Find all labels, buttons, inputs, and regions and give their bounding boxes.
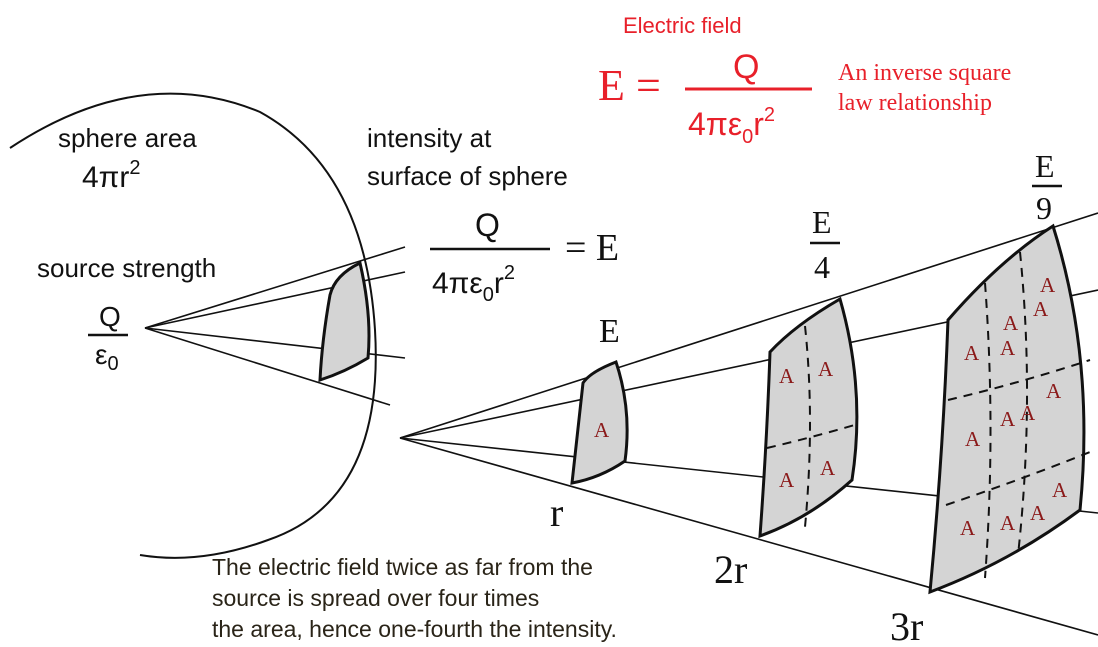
sphere-area-label: sphere area <box>58 123 197 153</box>
patch-3r-cell-label: A <box>1020 401 1036 425</box>
patch-3r-cell-label: A <box>1046 379 1062 403</box>
caption-line3: the area, hence one-fourth the intensity… <box>212 616 617 642</box>
patch-r <box>570 360 629 485</box>
patch-3r <box>928 223 1086 595</box>
patch-3r-cell-label: A <box>1030 501 1046 525</box>
patch-2r <box>758 296 859 539</box>
header-title: Electric field <box>623 13 742 38</box>
patch-2r-field-numerator: E <box>812 204 832 240</box>
header-eq-sign: = <box>636 61 661 110</box>
patch-3r-field-denominator: 9 <box>1036 190 1052 226</box>
patch-r-field-label: E <box>599 313 620 350</box>
patch-3r-cell-label: A <box>1000 511 1016 535</box>
patch-2r-field-denominator: 4 <box>814 249 830 285</box>
patch-3r-cell-label: A <box>1040 273 1056 297</box>
patch-3r-cell-label: A <box>964 341 980 365</box>
header-note-line2: law relationship <box>838 90 992 116</box>
patch-3r-cell-label: A <box>1033 297 1049 321</box>
intensity-rhs: = E <box>565 227 619 269</box>
source-strength-label: source strength <box>37 253 216 283</box>
distance-3r-label: 3r <box>890 604 923 647</box>
sphere-arc <box>9 92 377 559</box>
caption-line2: source is spread over four times <box>212 585 539 611</box>
left-surface-patch <box>318 260 371 383</box>
intensity-denominator: 4πε0r2 <box>432 262 515 306</box>
patch-3r-field-numerator: E <box>1035 148 1055 184</box>
caption-line1: The electric field twice as far from the <box>212 554 593 580</box>
patch-2r-cell-label: A <box>779 468 795 492</box>
patch-r-cell-label: A <box>594 418 610 442</box>
patch-2r-cell-label: A <box>820 456 836 480</box>
header-eq-denominator: 4πε0r2 <box>688 104 775 148</box>
patch-2r-grid <box>766 325 859 528</box>
patch-3r-cell-label: A <box>960 516 976 540</box>
intensity-line1: intensity at <box>367 123 492 153</box>
patch-3r-cell-label: A <box>1003 311 1019 335</box>
patch-3r-cell-label: A <box>1000 336 1016 360</box>
intensity-numerator: Q <box>475 207 500 243</box>
header-note-line1: An inverse square <box>838 60 1011 86</box>
source-numerator: Q <box>99 301 121 332</box>
header-eq-lhs: E <box>598 61 625 110</box>
distance-2r-label: 2r <box>714 547 747 592</box>
sphere-area-formula: 4πr2 <box>82 157 141 194</box>
patch-2r-cell-label: A <box>818 357 834 381</box>
intensity-line2: surface of sphere <box>367 161 568 191</box>
patch-3r-grid <box>945 251 1091 579</box>
patch-3r-cell-label: A <box>1052 478 1068 502</box>
patch-3r-cell-label: A <box>965 427 981 451</box>
source-denominator: ε0 <box>95 339 119 375</box>
patch-3r-cell-label: A <box>1000 407 1016 431</box>
header-eq-numerator: Q <box>733 48 759 86</box>
distance-r-label: r <box>550 490 563 535</box>
patch-2r-cell-label: A <box>779 364 795 388</box>
